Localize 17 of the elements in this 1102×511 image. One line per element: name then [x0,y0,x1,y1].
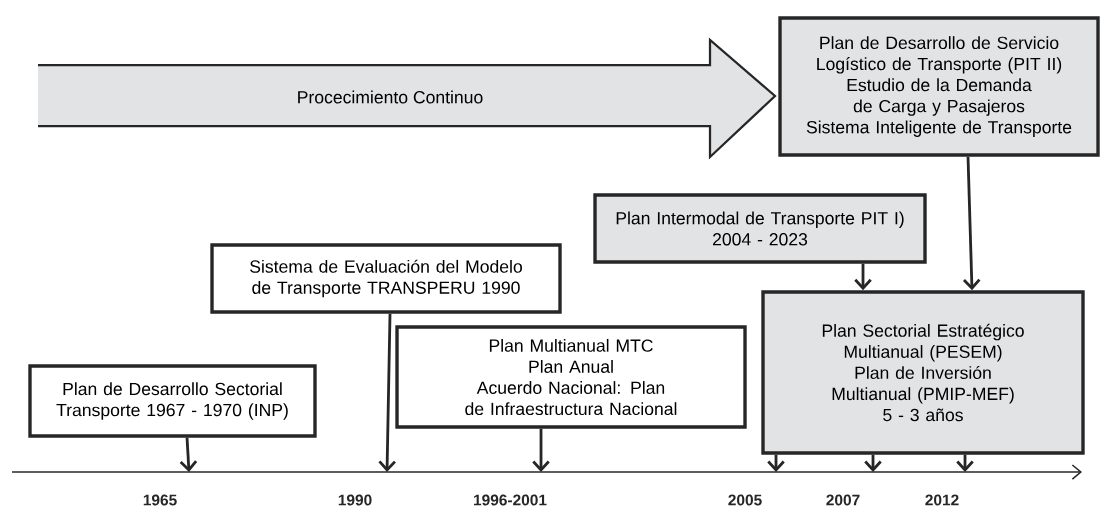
plan-box: Plan Sectorial Estratégico Multianual (PESEM) Plan de Inversión Multianual (PMIP-MEF) 5 - 3 años [761,290,1085,455]
year-label: 1965 [143,494,177,506]
plan-box: Plan de Desarrollo de Servicio Logístico de Transporte (PIT II) Estudio de la Demanda de Carga y Pasajeros Sistema Inteligente de Transporte [778,16,1100,157]
year-label: 2005 [728,494,762,506]
plan-box: Sistema de Evaluación del Modelo de Transporte TRANSPERU 1990 [210,243,562,314]
arrow [532,428,550,472]
year-label: 1990 [338,494,372,506]
arrow [378,313,396,472]
plan-box: Plan Multianual MTC Plan Anual Acuerdo Nacional: Plan de Infraestructura Nacional [395,325,747,429]
year-label: 2007 [826,494,860,506]
arrow [962,156,981,291]
plan-box: Plan Intermodal de Transporte PIT I) 2004 - 2023 [593,193,927,264]
year-label: 1996-2001 [474,494,547,506]
plan-box: Plan de Desarrollo Sectorial Transporte 1967 - 1970 (INP) [28,364,317,438]
arrow [854,263,872,291]
arrow [179,437,198,472]
year-label: 2012 [925,494,959,506]
